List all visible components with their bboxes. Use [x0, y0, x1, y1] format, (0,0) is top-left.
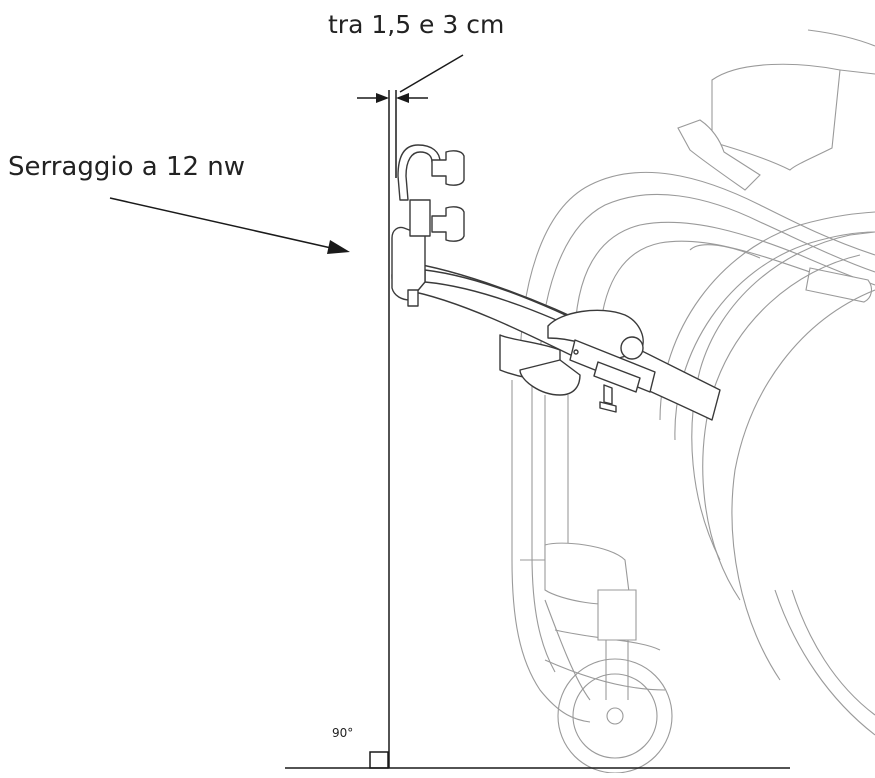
reference-lines: [109, 54, 790, 769]
gap-leader-line: [399, 54, 464, 93]
wheelchair-frame-faint: [511, 29, 875, 774]
angle-label: 90°: [332, 726, 354, 740]
footplate-assembly: [391, 144, 721, 421]
torque-label: Serraggio a 12 nw: [8, 152, 246, 182]
torque-leader-line: [109, 197, 341, 251]
right-angle-mark: [369, 751, 389, 769]
gap-label: tra 1,5 e 3 cm: [328, 10, 505, 39]
